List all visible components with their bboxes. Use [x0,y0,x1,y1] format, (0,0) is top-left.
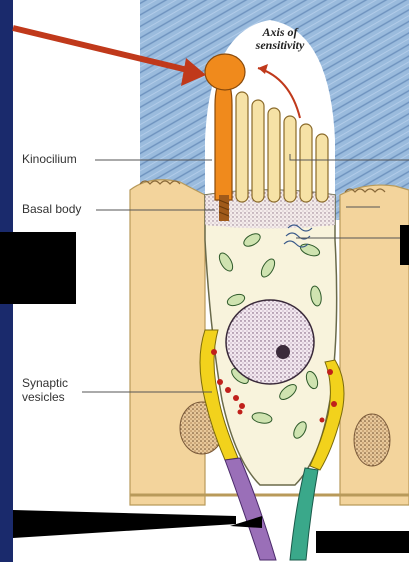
supporting-cell-left [130,180,205,505]
synaptic-label-line1: Synaptic [22,376,68,390]
axis-label-line1: Axis of [262,25,297,39]
axis-label-line2: sensitivity [256,38,305,52]
axis-of-sensitivity-label: Axis of sensitivity [240,26,320,52]
synaptic-vesicles-label: Synaptic vesicles [22,376,68,404]
redaction-block-right [400,225,409,265]
nucleus-icon [226,300,314,384]
kinocilium-label: Kinocilium [22,152,77,166]
redaction-block-bottom-right [316,531,409,553]
basal-body-label: Basal body [22,202,81,216]
support-nucleus-right [354,414,390,466]
synaptic-label-line2: vesicles [22,390,65,404]
redaction-block-left [0,232,76,304]
